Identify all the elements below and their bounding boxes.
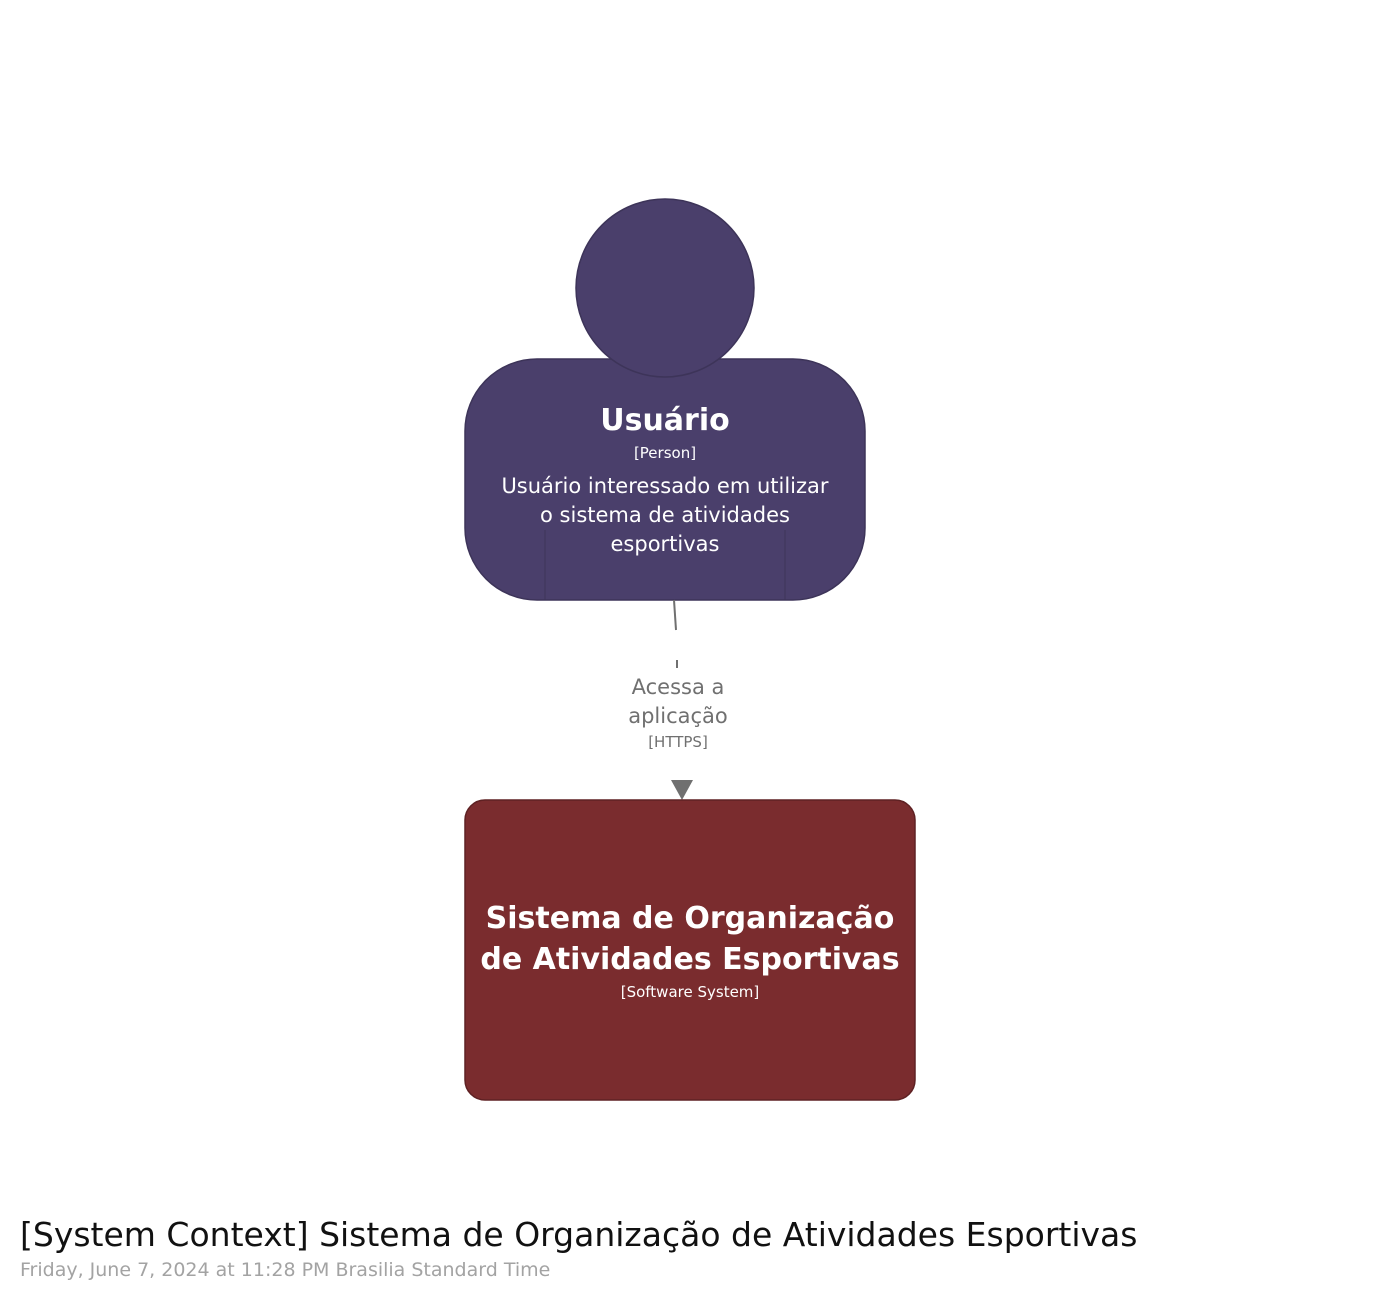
diagram-footer: [System Context] Sistema de Organização … (20, 1213, 1360, 1283)
relationship-label-line-2: aplicação (628, 704, 728, 728)
software-system-box (464, 799, 916, 1101)
software-system-element[interactable]: Sistema de Organização de Atividades Esp… (464, 799, 916, 1101)
software-system-type: [Software System] (621, 983, 760, 1001)
relationship-line-upper (673, 599, 677, 631)
person-description-line-2: o sistema de atividades (540, 503, 790, 527)
person-name: Usuário (600, 403, 730, 438)
person-element[interactable]: Usuário [Person] Usuário interessado em … (464, 198, 866, 601)
person-description-line-3: esportivas (611, 532, 720, 556)
software-system-name-line-1: Sistema de Organização (486, 901, 895, 936)
relationship-technology: [HTTPS] (648, 733, 708, 751)
person-head (575, 198, 755, 378)
software-system-name-line-2: de Atividades Esportivas (480, 942, 899, 977)
diagram-timestamp: Friday, June 7, 2024 at 11:28 PM Brasili… (20, 1259, 551, 1281)
relationship-edge[interactable]: Acessa a aplicação [HTTPS] (628, 599, 728, 800)
diagram-title: [System Context] Sistema de Organização … (20, 1215, 1138, 1254)
person-description-line-1: Usuário interessado em utilizar (501, 474, 828, 498)
person-type: [Person] (634, 444, 696, 462)
relationship-arrowhead (671, 780, 693, 800)
person-torso-line (544, 530, 786, 600)
system-context-diagram: Usuário [Person] Usuário interessado em … (464, 198, 916, 1101)
relationship-label-line-1: Acessa a (632, 675, 725, 699)
